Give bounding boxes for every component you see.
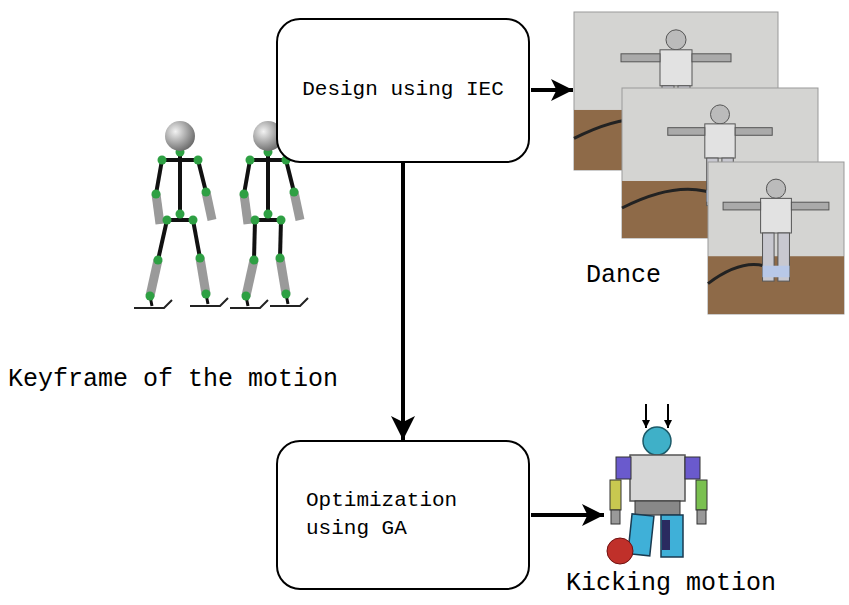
result-arrow [531,513,604,517]
process-box: Design using IEC [276,18,530,163]
picture-caption: Dance [586,262,661,290]
result-arrow [531,88,573,92]
box-text: Design using IEC [300,76,506,104]
stick-figure [134,121,228,308]
flow-arrow [401,163,405,440]
process-box: Optimization using GA [276,440,530,590]
kicking-robot [607,404,707,564]
dance-photo [708,162,844,314]
box-text: Optimization using GA [306,487,500,544]
picture-caption: Kicking motion [566,570,776,598]
picture-caption: Keyframe of the motion [8,366,338,394]
dance-photos [574,12,844,314]
